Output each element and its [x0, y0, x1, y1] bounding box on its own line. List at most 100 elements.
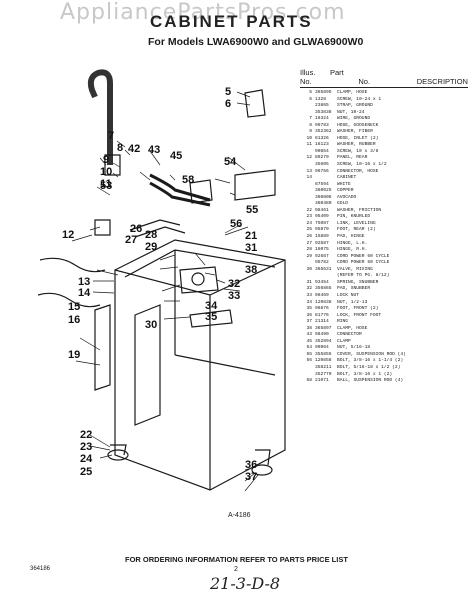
illus-cell: 43: [306, 332, 312, 338]
illus-cell: 6: [309, 96, 312, 102]
callout-35: 35: [205, 311, 217, 323]
callout-16: 16: [68, 314, 80, 326]
description-cell: SPRING, SNUBBER: [337, 279, 379, 285]
header-no1: No.: [300, 77, 312, 86]
description-cell: BOLT, 3/8-16 x 1 (2): [337, 371, 393, 377]
description-cell: AVOCADO: [337, 194, 357, 200]
description-cell: CLAMP: [337, 338, 351, 344]
description-cell: CONNECTOR, HOSE: [337, 168, 379, 174]
part-number-cell: 352362: [315, 129, 332, 135]
illus-cell: 31: [306, 279, 312, 285]
front-foot: [251, 464, 273, 476]
description-cell: WASHER, FRICTION: [337, 207, 382, 213]
mixing-valve: [179, 266, 219, 294]
illus-cell: 26: [306, 234, 312, 240]
illus-cell: 32: [306, 286, 312, 292]
illus-cell: 7: [309, 116, 312, 122]
callout-29: 29: [145, 241, 157, 253]
callout-31: 31: [245, 242, 257, 254]
part-number-cell: 355855: [315, 351, 332, 357]
part-number-cell: 81326: [315, 135, 329, 141]
illus-cell: 30: [306, 266, 312, 272]
description-cell: HOSE, INLET (2): [337, 135, 379, 141]
part-number-cell: 90984: [315, 345, 329, 351]
description-cell: SCREW, 10-24 x 1: [337, 96, 382, 102]
description-cell: WASHER, RUBBER: [337, 142, 376, 148]
description-cell: HOSE, GOOSENECK: [337, 122, 379, 128]
part-number-cell: 360480: [315, 201, 332, 207]
callout-13: 13: [78, 276, 90, 288]
illus-cell: 35: [306, 306, 312, 312]
illus-cell: 56: [306, 358, 312, 364]
callout-38: 38: [245, 264, 257, 276]
callout-24: 24: [80, 453, 93, 465]
part-number-cell: 16123: [315, 142, 329, 148]
description-cell: HINGE, L.H.: [337, 240, 368, 246]
part-number-cell: 98490: [315, 332, 329, 338]
diagram-id: A-4186: [228, 512, 251, 519]
illus-cell: 13: [306, 168, 312, 174]
callout-45: 45: [170, 150, 182, 162]
callout-19: 19: [68, 349, 80, 361]
illus-cell: 11: [306, 142, 312, 148]
callout-6: 6: [225, 98, 231, 110]
page-title: CABINET PARTS: [150, 12, 313, 31]
part-number-cell: 21071: [315, 378, 329, 384]
description-cell: BOLT, 3/8-16 x 1-1/4 (2): [337, 358, 404, 364]
part-number-cell: 96876: [315, 306, 329, 312]
illus-cell: 24: [306, 220, 312, 226]
table-row: 90854 SCREW, 10 x 3/8: [300, 149, 470, 156]
callout-56: 56: [230, 218, 242, 230]
illus-cell: 54: [306, 345, 312, 351]
part-number-cell: 15889: [315, 234, 329, 240]
callout-36: 36: [245, 459, 257, 471]
description-cell: LINK, LEVELING: [337, 220, 376, 226]
part-number-cell: 95879: [315, 227, 329, 233]
description-cell: SCREW, 10 x 3/8: [337, 148, 379, 154]
illus-cell: 38: [306, 325, 312, 331]
table-row: 360480 GOLD: [300, 201, 470, 208]
part-number-cell: 358211: [315, 364, 332, 370]
description-cell: BALL, SUSPENSION ROD (4): [337, 378, 404, 384]
part-number-cell: 90854: [315, 148, 329, 154]
illus-cell: 12: [306, 155, 312, 161]
callout-7: 7: [108, 130, 114, 142]
header-illus: Illus.: [300, 68, 316, 77]
parts-table-header: Illus. Part No. No. DESCRIPTION: [300, 68, 468, 88]
description-cell: PAD, HINGE: [337, 234, 365, 240]
callout-55: 55: [246, 204, 258, 216]
header-no2: No.: [358, 77, 371, 86]
part-number-cell: 96783: [315, 122, 329, 128]
part-number-cell: 35605: [315, 162, 329, 168]
callout-33: 33: [228, 290, 240, 302]
description-cell: GOLD: [337, 201, 349, 207]
illus-cell: 9: [309, 129, 312, 135]
header-part: Part: [330, 68, 344, 77]
description-cell: CLAMP, HOSE: [337, 325, 368, 331]
